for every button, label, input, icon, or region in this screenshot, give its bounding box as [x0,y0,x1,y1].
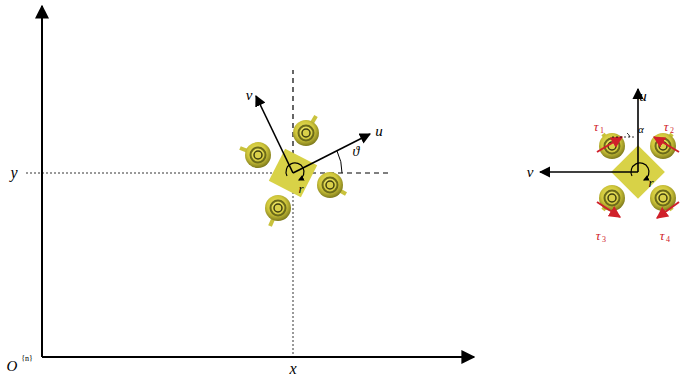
axes [42,6,474,357]
axis-label: x [289,361,296,377]
thrust-index: 3 [602,236,606,244]
thrust-index: 2 [670,127,674,135]
projection-lines [26,173,293,355]
body-axes [540,89,649,180]
angle-label: α [638,124,644,135]
body-axes [256,96,370,180]
rotation-label: r [648,176,653,189]
axis-label: y [10,165,17,181]
axis-label: v [527,165,534,180]
thrust-index: 4 [666,236,670,244]
thrust-label: τ [596,229,601,242]
origin-frame: {n} [21,355,33,363]
axis-label: v [246,88,253,103]
rotation-label: r [298,182,303,195]
thrust-label: τ [594,120,599,133]
robot-body [240,116,346,226]
thrust-label: τ [660,229,665,242]
angle-label: ϑ [353,145,360,159]
angle-mark [612,133,634,137]
axis-label: u [375,124,383,139]
axis-label: u [639,89,647,104]
thrust-label: τ [664,120,669,133]
thrust-index: 1 [600,127,604,135]
origin-label: O [7,359,18,374]
reference-lines [293,70,392,173]
thrust-arrows [597,137,679,218]
